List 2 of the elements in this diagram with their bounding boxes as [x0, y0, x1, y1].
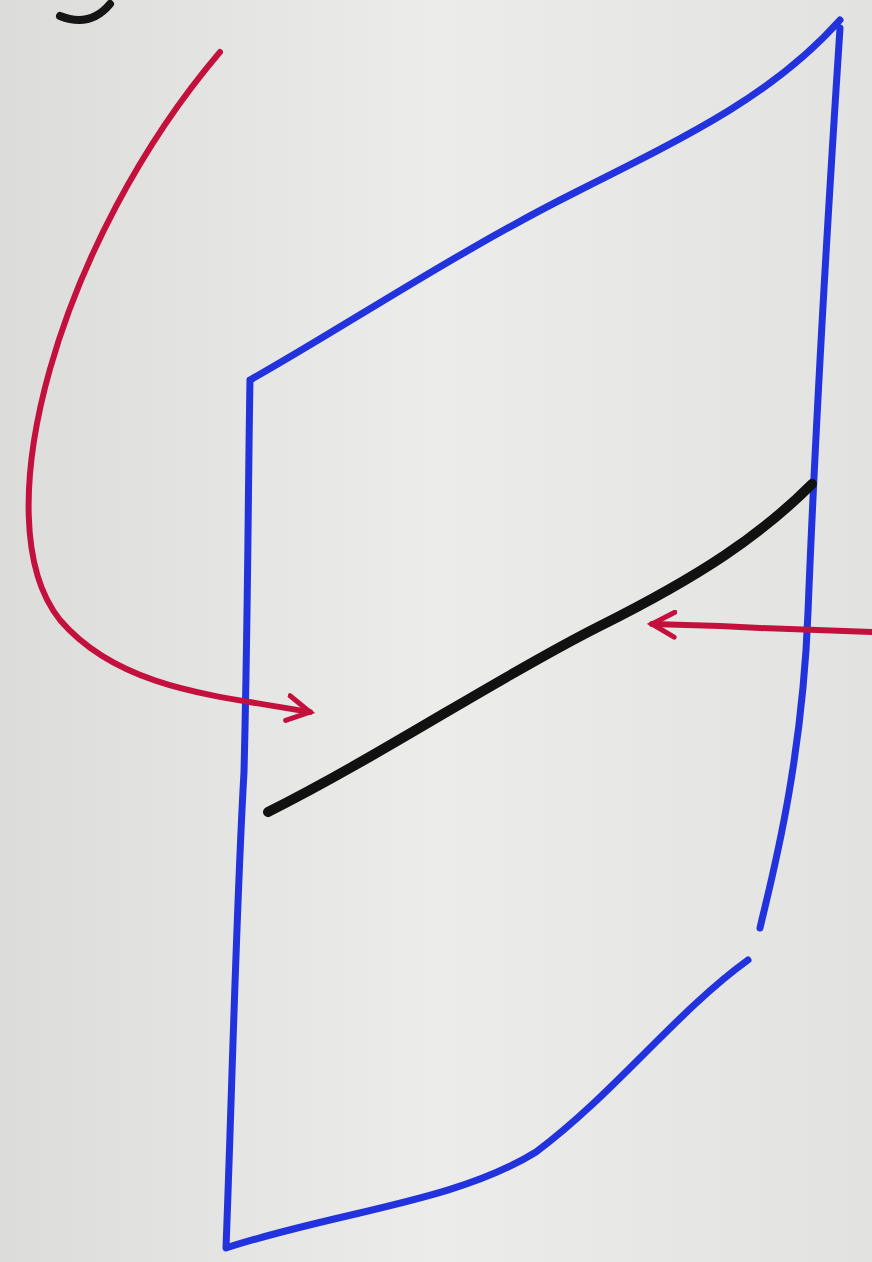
arrow	[25, 49, 313, 724]
arrow	[649, 609, 872, 640]
